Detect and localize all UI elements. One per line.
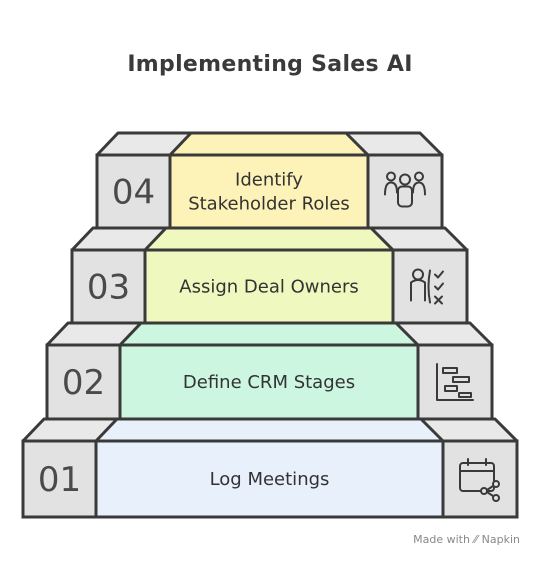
napkin-logo-icon: ⁄⁄ — [473, 533, 478, 546]
step-label-line: Assign Deal Owners — [179, 277, 358, 298]
checklist-person-icon — [410, 268, 444, 305]
step-color-top — [94, 417, 445, 443]
step-right-box — [391, 248, 469, 325]
watermark: Made with ⁄⁄ Napkin — [413, 533, 520, 546]
step-right-box — [416, 343, 494, 421]
step-01: 01 Log Meetings — [21, 417, 519, 519]
step-label-line: Log Meetings — [210, 469, 330, 490]
watermark-prefix: Made with — [413, 533, 470, 546]
watermark-brand: Napkin — [481, 533, 520, 546]
calendar-share-icon — [459, 458, 500, 502]
team-icon — [384, 171, 426, 208]
step-label-line: Identify — [235, 170, 303, 191]
step-number: 02 — [62, 363, 105, 403]
gantt-chart-icon — [436, 363, 474, 401]
step-middle-front — [94, 439, 445, 519]
step-label-line: Define CRM Stages — [183, 372, 355, 393]
step-number: 01 — [38, 460, 81, 500]
step-number: 03 — [87, 268, 130, 308]
step-right-box — [366, 153, 444, 230]
step-02: 02 Define CRM Stages — [45, 321, 494, 421]
step-color-top — [168, 131, 370, 157]
step-color-top — [143, 226, 395, 252]
step-03: 03 Assign Deal Owners — [70, 226, 469, 325]
step-label-line: Stakeholder Roles — [188, 194, 350, 215]
step-number: 04 — [112, 173, 155, 213]
step-middle-front — [118, 343, 420, 421]
diagram-title: Implementing Sales AI — [127, 52, 413, 77]
step-right-box — [441, 439, 519, 519]
step-middle-front — [143, 248, 395, 325]
step-color-top — [118, 321, 420, 347]
step-middle-front — [168, 153, 370, 230]
